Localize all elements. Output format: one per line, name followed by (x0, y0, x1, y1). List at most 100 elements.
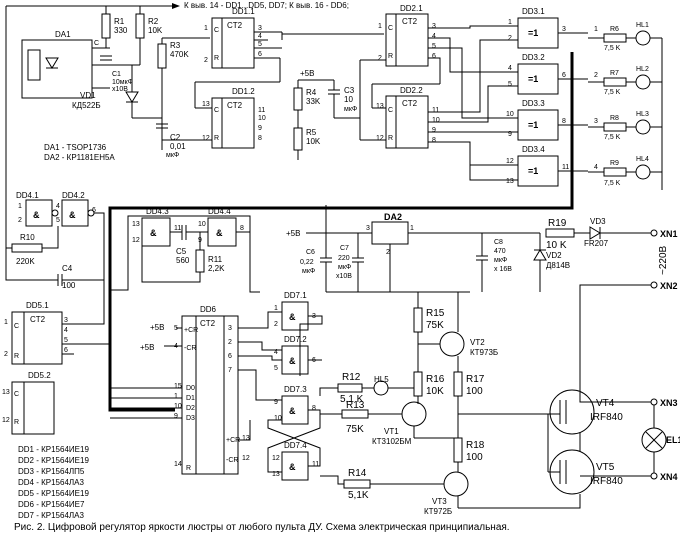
main-bus (108, 52, 574, 412)
svg-text:FR207: FR207 (584, 239, 609, 248)
svg-text:C3: C3 (344, 86, 355, 95)
svg-text:10K: 10K (426, 386, 444, 397)
r7-resistor (603, 77, 627, 87)
svg-text:10K: 10K (148, 26, 163, 35)
dd-legend: DD1 - КР1564ИЕ19 DD2 - КР1564ИЕ19 DD3 - … (18, 445, 89, 520)
connector-xn3[interactable]: XN3 (650, 398, 678, 408)
svg-text:0,01: 0,01 (170, 142, 186, 151)
svg-text:-CR: -CR (226, 457, 238, 464)
svg-text:13: 13 (506, 178, 514, 185)
svg-text:9: 9 (508, 131, 512, 138)
dd5-1-counter: DD5.1 CT2 C R 1 2 3 4 5 6 (4, 301, 68, 365)
svg-text:VD2: VD2 (546, 251, 562, 260)
dd3-2-gate: DD3.2 =1 4 5 6 (508, 53, 566, 95)
svg-text:1: 1 (18, 203, 22, 210)
svg-text:DD3.3: DD3.3 (522, 99, 545, 108)
svg-text:3: 3 (64, 317, 68, 324)
svg-text:5: 5 (508, 81, 512, 88)
dd4-3-gate: DD4.3 & 13 12 11 (132, 207, 181, 247)
connector-xn1[interactable]: XN1 (650, 229, 678, 239)
output-channel-4: 4 R9 7,5 K HL4 (558, 156, 662, 187)
svg-text:330: 330 (114, 26, 128, 35)
svg-text:DD6 - КР1564ИЕ7: DD6 - КР1564ИЕ7 (18, 500, 85, 509)
svg-text:EL1: EL1 (666, 435, 680, 445)
hl2-led-icon (635, 74, 651, 90)
svg-text:15: 15 (174, 383, 182, 390)
svg-text:6: 6 (64, 347, 68, 354)
svg-text:КТ973Б: КТ973Б (470, 348, 498, 357)
r8-resistor (603, 122, 627, 132)
connector-xn2[interactable]: XN2 (650, 281, 678, 291)
svg-text:100: 100 (466, 452, 483, 463)
dd2-1-box (385, 13, 429, 67)
svg-text:10мкФ: 10мкФ (112, 79, 133, 86)
svg-text:5: 5 (274, 365, 278, 372)
svg-text:7,5 K: 7,5 K (604, 89, 621, 96)
svg-text:1: 1 (508, 19, 512, 26)
svg-text:1: 1 (378, 23, 382, 30)
svg-text:D2: D2 (186, 405, 195, 412)
svg-text:C7: C7 (340, 245, 349, 252)
svg-text:470: 470 (494, 248, 506, 255)
svg-text:11: 11 (312, 461, 319, 468)
svg-text:CT2: CT2 (402, 99, 418, 108)
svg-text:2: 2 (386, 249, 390, 256)
dd3-1-gate: DD3.1 =1 1 2 3 (508, 7, 566, 49)
svg-text:DD1 - КР1564ИЕ19: DD1 - КР1564ИЕ19 (18, 445, 89, 454)
svg-text:HL2: HL2 (636, 66, 649, 73)
svg-text:100: 100 (62, 281, 76, 290)
svg-text:DD3.2: DD3.2 (522, 53, 545, 62)
svg-text:2: 2 (508, 35, 512, 42)
svg-text:6: 6 (228, 353, 232, 360)
output-channel-2: 2 R7 7,5 K HL2 (558, 66, 662, 96)
svg-text:220K: 220K (16, 257, 35, 266)
svg-text:1: 1 (4, 319, 8, 326)
svg-text:VD1: VD1 (80, 91, 96, 100)
svg-text:мкФ: мкФ (494, 257, 507, 264)
svg-text:3: 3 (432, 23, 436, 30)
svg-text:2: 2 (274, 321, 278, 328)
svg-text:R16: R16 (426, 374, 445, 385)
svg-text:VT3: VT3 (432, 497, 447, 506)
da1-label: DA1 (55, 30, 71, 39)
power-arrow-icon (172, 3, 180, 9)
svg-text:10: 10 (344, 95, 353, 104)
ic-legend-1: DA1 - TSOP1736 (44, 143, 107, 152)
svg-text:+5В: +5В (286, 229, 300, 238)
svg-text:C: C (214, 107, 219, 114)
svg-text:4: 4 (56, 203, 60, 210)
svg-text:0,22: 0,22 (300, 259, 314, 266)
svg-text:VT5: VT5 (596, 462, 615, 473)
r2-resistor (135, 13, 145, 39)
dd3-4-gate: DD3.4 =1 12 13 11 (506, 145, 569, 187)
svg-text:DD7.1: DD7.1 (284, 291, 307, 300)
svg-text:7,5 K: 7,5 K (604, 134, 621, 141)
svg-text:х10В: х10В (112, 86, 128, 93)
svg-text:10: 10 (258, 115, 266, 122)
svg-text:5: 5 (64, 337, 68, 344)
vd3-diode-icon (589, 226, 601, 240)
svg-text:CT2: CT2 (402, 17, 418, 26)
svg-text:10: 10 (432, 117, 440, 124)
r19-resistor (545, 228, 575, 238)
dd6-counter: DD6 CT2 +CR -CR D0 D1 D2 D3 R +CR -CR 5 … (174, 305, 250, 475)
svg-text:R7: R7 (610, 70, 619, 77)
svg-text:XN2: XN2 (660, 281, 678, 291)
svg-text:R15: R15 (426, 308, 445, 319)
mains-label: ~220В (658, 245, 669, 275)
svg-text:1: 1 (410, 225, 414, 232)
dd7-4-gate: DD7.4 & 12 13 11 (272, 441, 319, 481)
svg-text:8: 8 (312, 405, 316, 412)
svg-text:х 16В: х 16В (494, 266, 512, 273)
svg-text:7,5 K: 7,5 K (604, 180, 621, 187)
svg-text:1: 1 (174, 393, 178, 400)
svg-text:12: 12 (272, 455, 280, 462)
svg-text:CT2: CT2 (227, 101, 243, 110)
svg-text:DA2: DA2 (384, 212, 402, 222)
svg-text:&: & (289, 462, 296, 472)
svg-text:12: 12 (202, 135, 210, 142)
svg-text:мкФ: мкФ (344, 106, 357, 113)
connector-xn4[interactable]: XN4 (650, 472, 678, 482)
svg-text:R12: R12 (342, 372, 361, 383)
